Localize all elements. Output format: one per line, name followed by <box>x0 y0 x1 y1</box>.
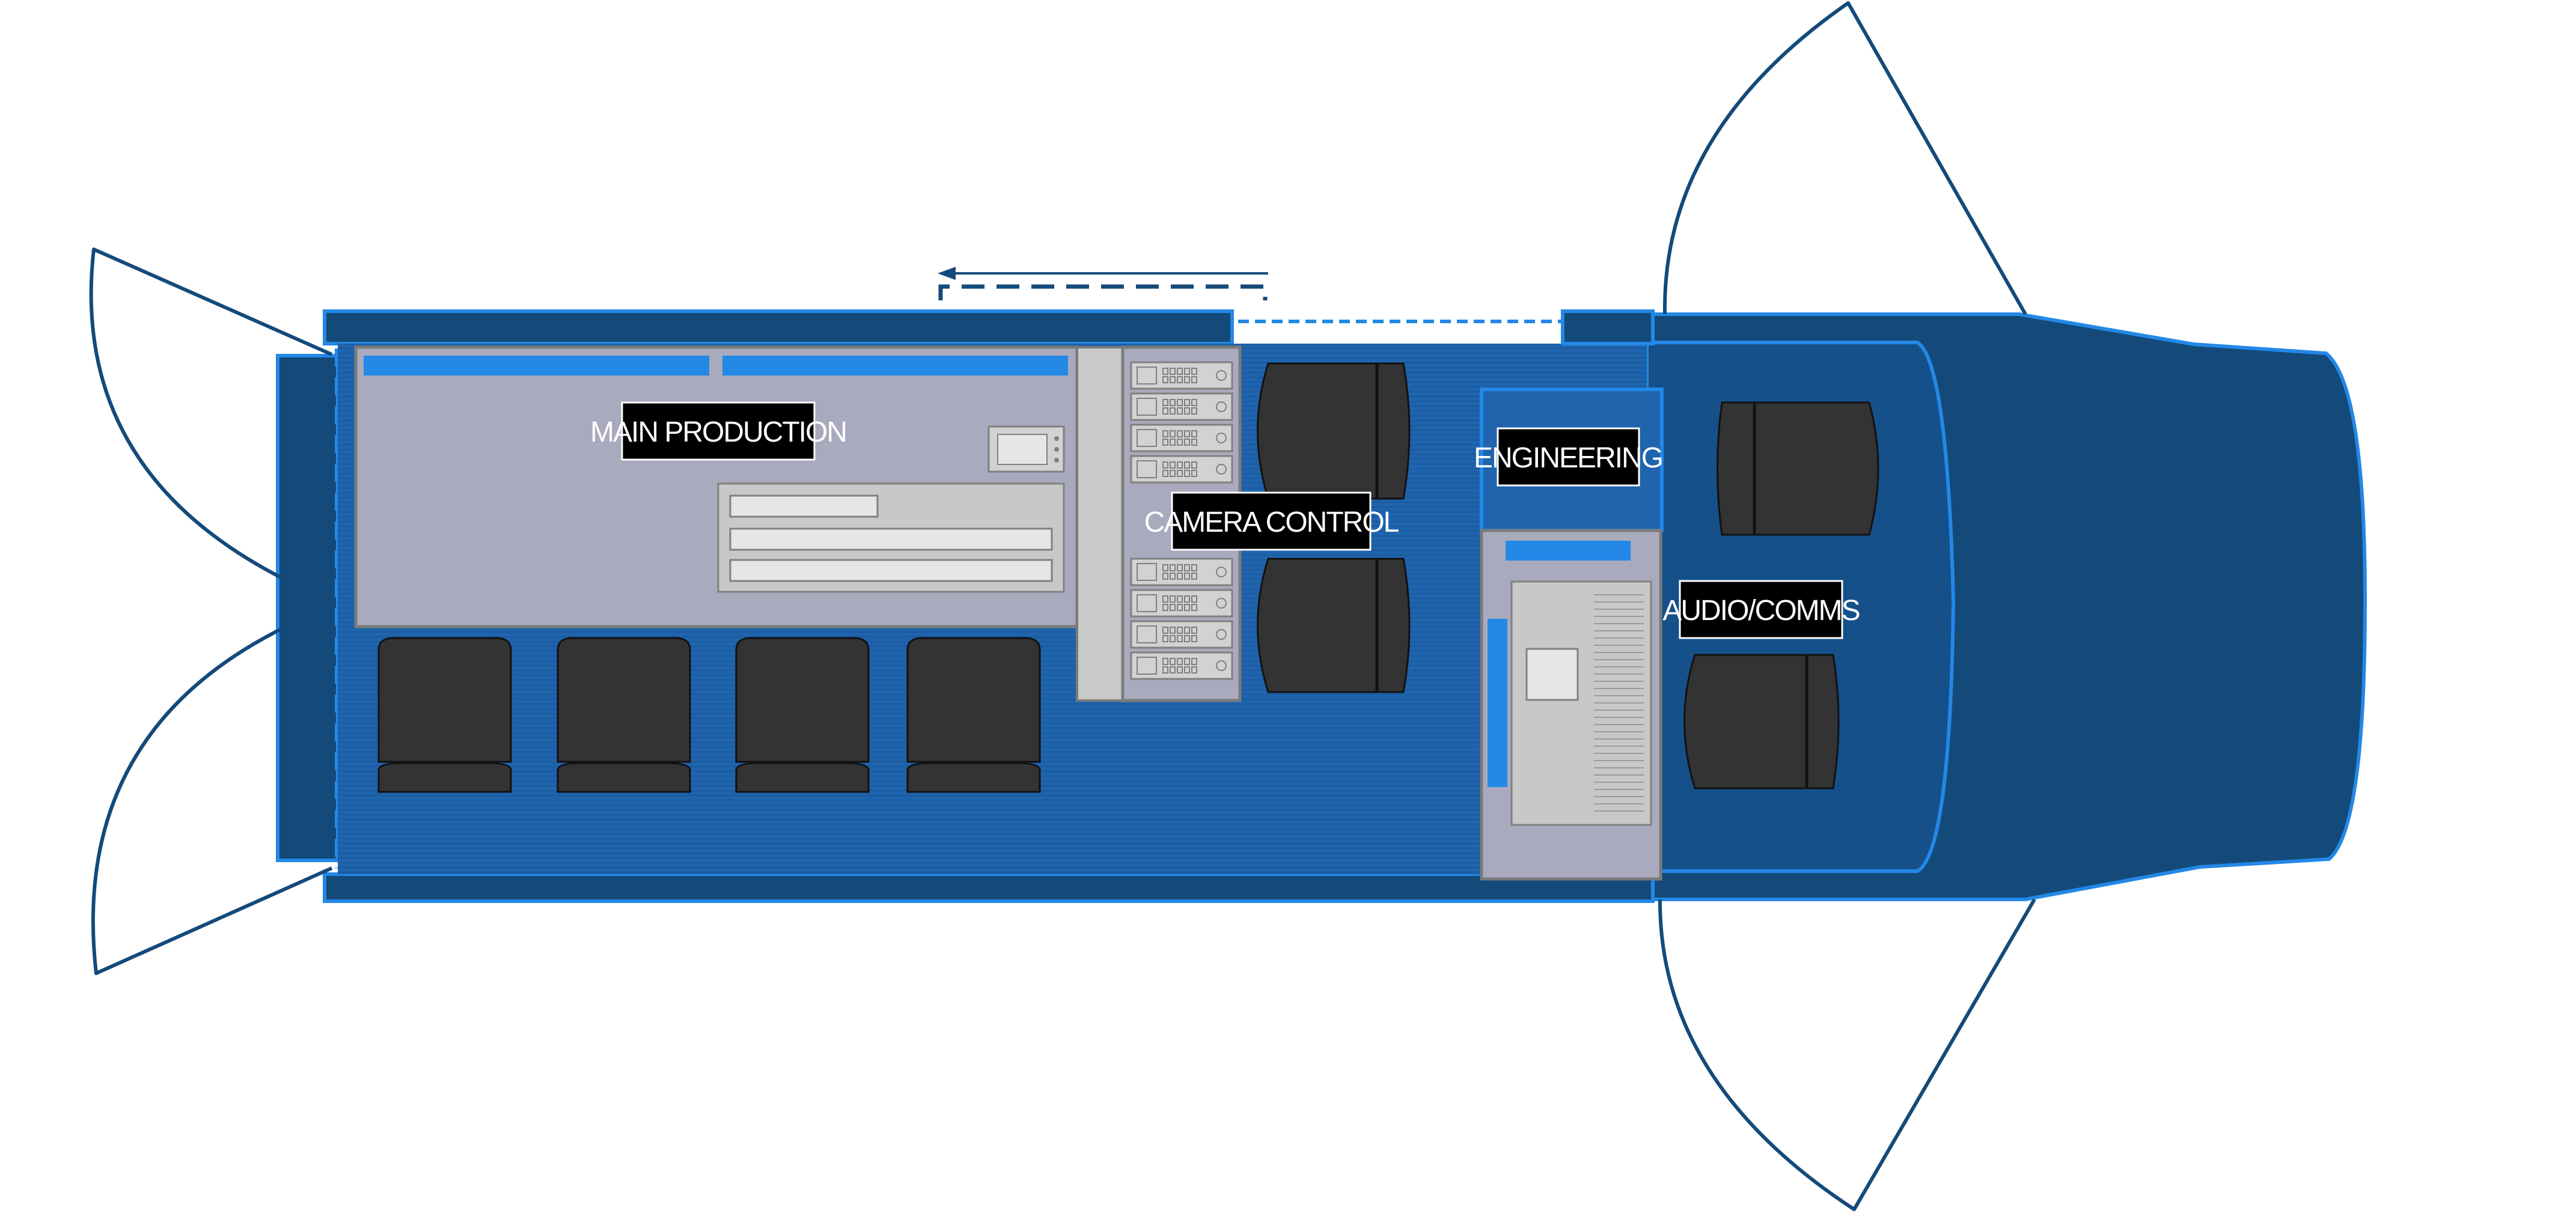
label-camera-control-text: CAMERA CONTROL <box>1144 506 1399 538</box>
engineering-bar-top <box>1506 541 1631 561</box>
rack-unit-icon <box>1130 620 1233 649</box>
label-audio-comms: AUDIO/COMMS <box>1662 580 1861 639</box>
rack-unit-icon <box>1130 424 1233 452</box>
chair-icon <box>557 637 691 793</box>
slide-out-outline <box>938 284 1268 300</box>
rear-door-upper <box>89 248 333 603</box>
chair-icon <box>906 637 1041 793</box>
switcher-console <box>717 482 1065 593</box>
label-camera-control: CAMERA CONTROL <box>1144 491 1400 551</box>
rack-unit-icon <box>1130 455 1233 484</box>
camera-seat-lower <box>1257 558 1411 693</box>
label-engineering-text: ENGINEERING <box>1474 442 1662 474</box>
label-main-production: MAIN PRODUCTION <box>590 401 847 461</box>
monitor-bar-left <box>364 356 709 375</box>
label-engineering: ENGINEERING <box>1474 427 1664 487</box>
audio-seat-lower <box>1683 654 1840 789</box>
chair-icon <box>377 637 512 793</box>
rack-unit-icon <box>1130 589 1233 618</box>
rack-unit-icon <box>1130 651 1233 680</box>
rear-door-lower <box>91 605 333 975</box>
chair-icon <box>735 637 870 793</box>
side-door-upper <box>1662 1 2027 315</box>
slide-out-indicator <box>938 267 1268 300</box>
rack-units <box>1130 361 1233 680</box>
monitor-bar-right <box>722 356 1068 375</box>
label-main-production-text: MAIN PRODUCTION <box>590 416 846 448</box>
audio-seat-upper <box>1717 401 1879 536</box>
mid-top-wall <box>1561 309 1655 345</box>
rack-unit-icon <box>1130 392 1233 421</box>
side-door-lower <box>1658 898 2036 1211</box>
camera-seat-upper <box>1257 362 1411 500</box>
label-audio-comms-text: AUDIO/COMMS <box>1662 595 1859 627</box>
engineering-bar-side <box>1488 619 1507 787</box>
top-wall <box>323 309 1234 345</box>
rack-unit-icon <box>1130 558 1233 586</box>
rack-column <box>1076 346 1124 702</box>
rack-unit-icon <box>1130 361 1233 390</box>
engineering-console <box>1510 580 1652 826</box>
monitor-icon <box>987 425 1065 473</box>
production-seats <box>377 637 1041 793</box>
arrow-left-head <box>938 267 956 280</box>
bottom-wall <box>323 872 1655 903</box>
